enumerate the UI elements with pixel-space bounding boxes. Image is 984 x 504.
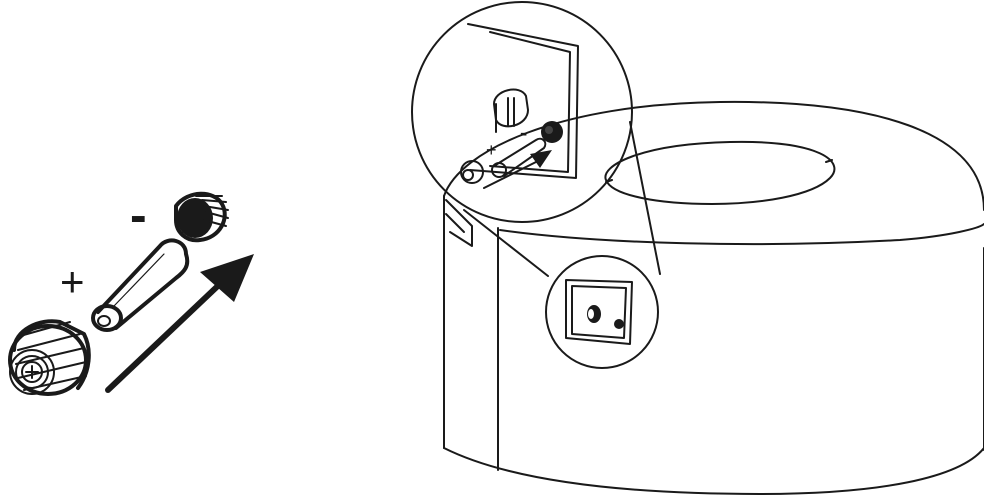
zoom-detail-circle: + - (412, 2, 632, 222)
positive-sign: + (60, 258, 85, 305)
knurled-screw-cap-icon (10, 321, 89, 394)
battery-exploded-view: + - (10, 187, 254, 394)
zoom-negative-sign: - (520, 120, 527, 145)
battery-compartment (546, 256, 658, 368)
battery-icon (93, 240, 187, 330)
negative-sign: - (130, 187, 147, 243)
zoom-positive-sign: + (486, 140, 497, 160)
threaded-end-cap-icon (176, 194, 228, 241)
zoom-knob-icon (461, 161, 483, 183)
